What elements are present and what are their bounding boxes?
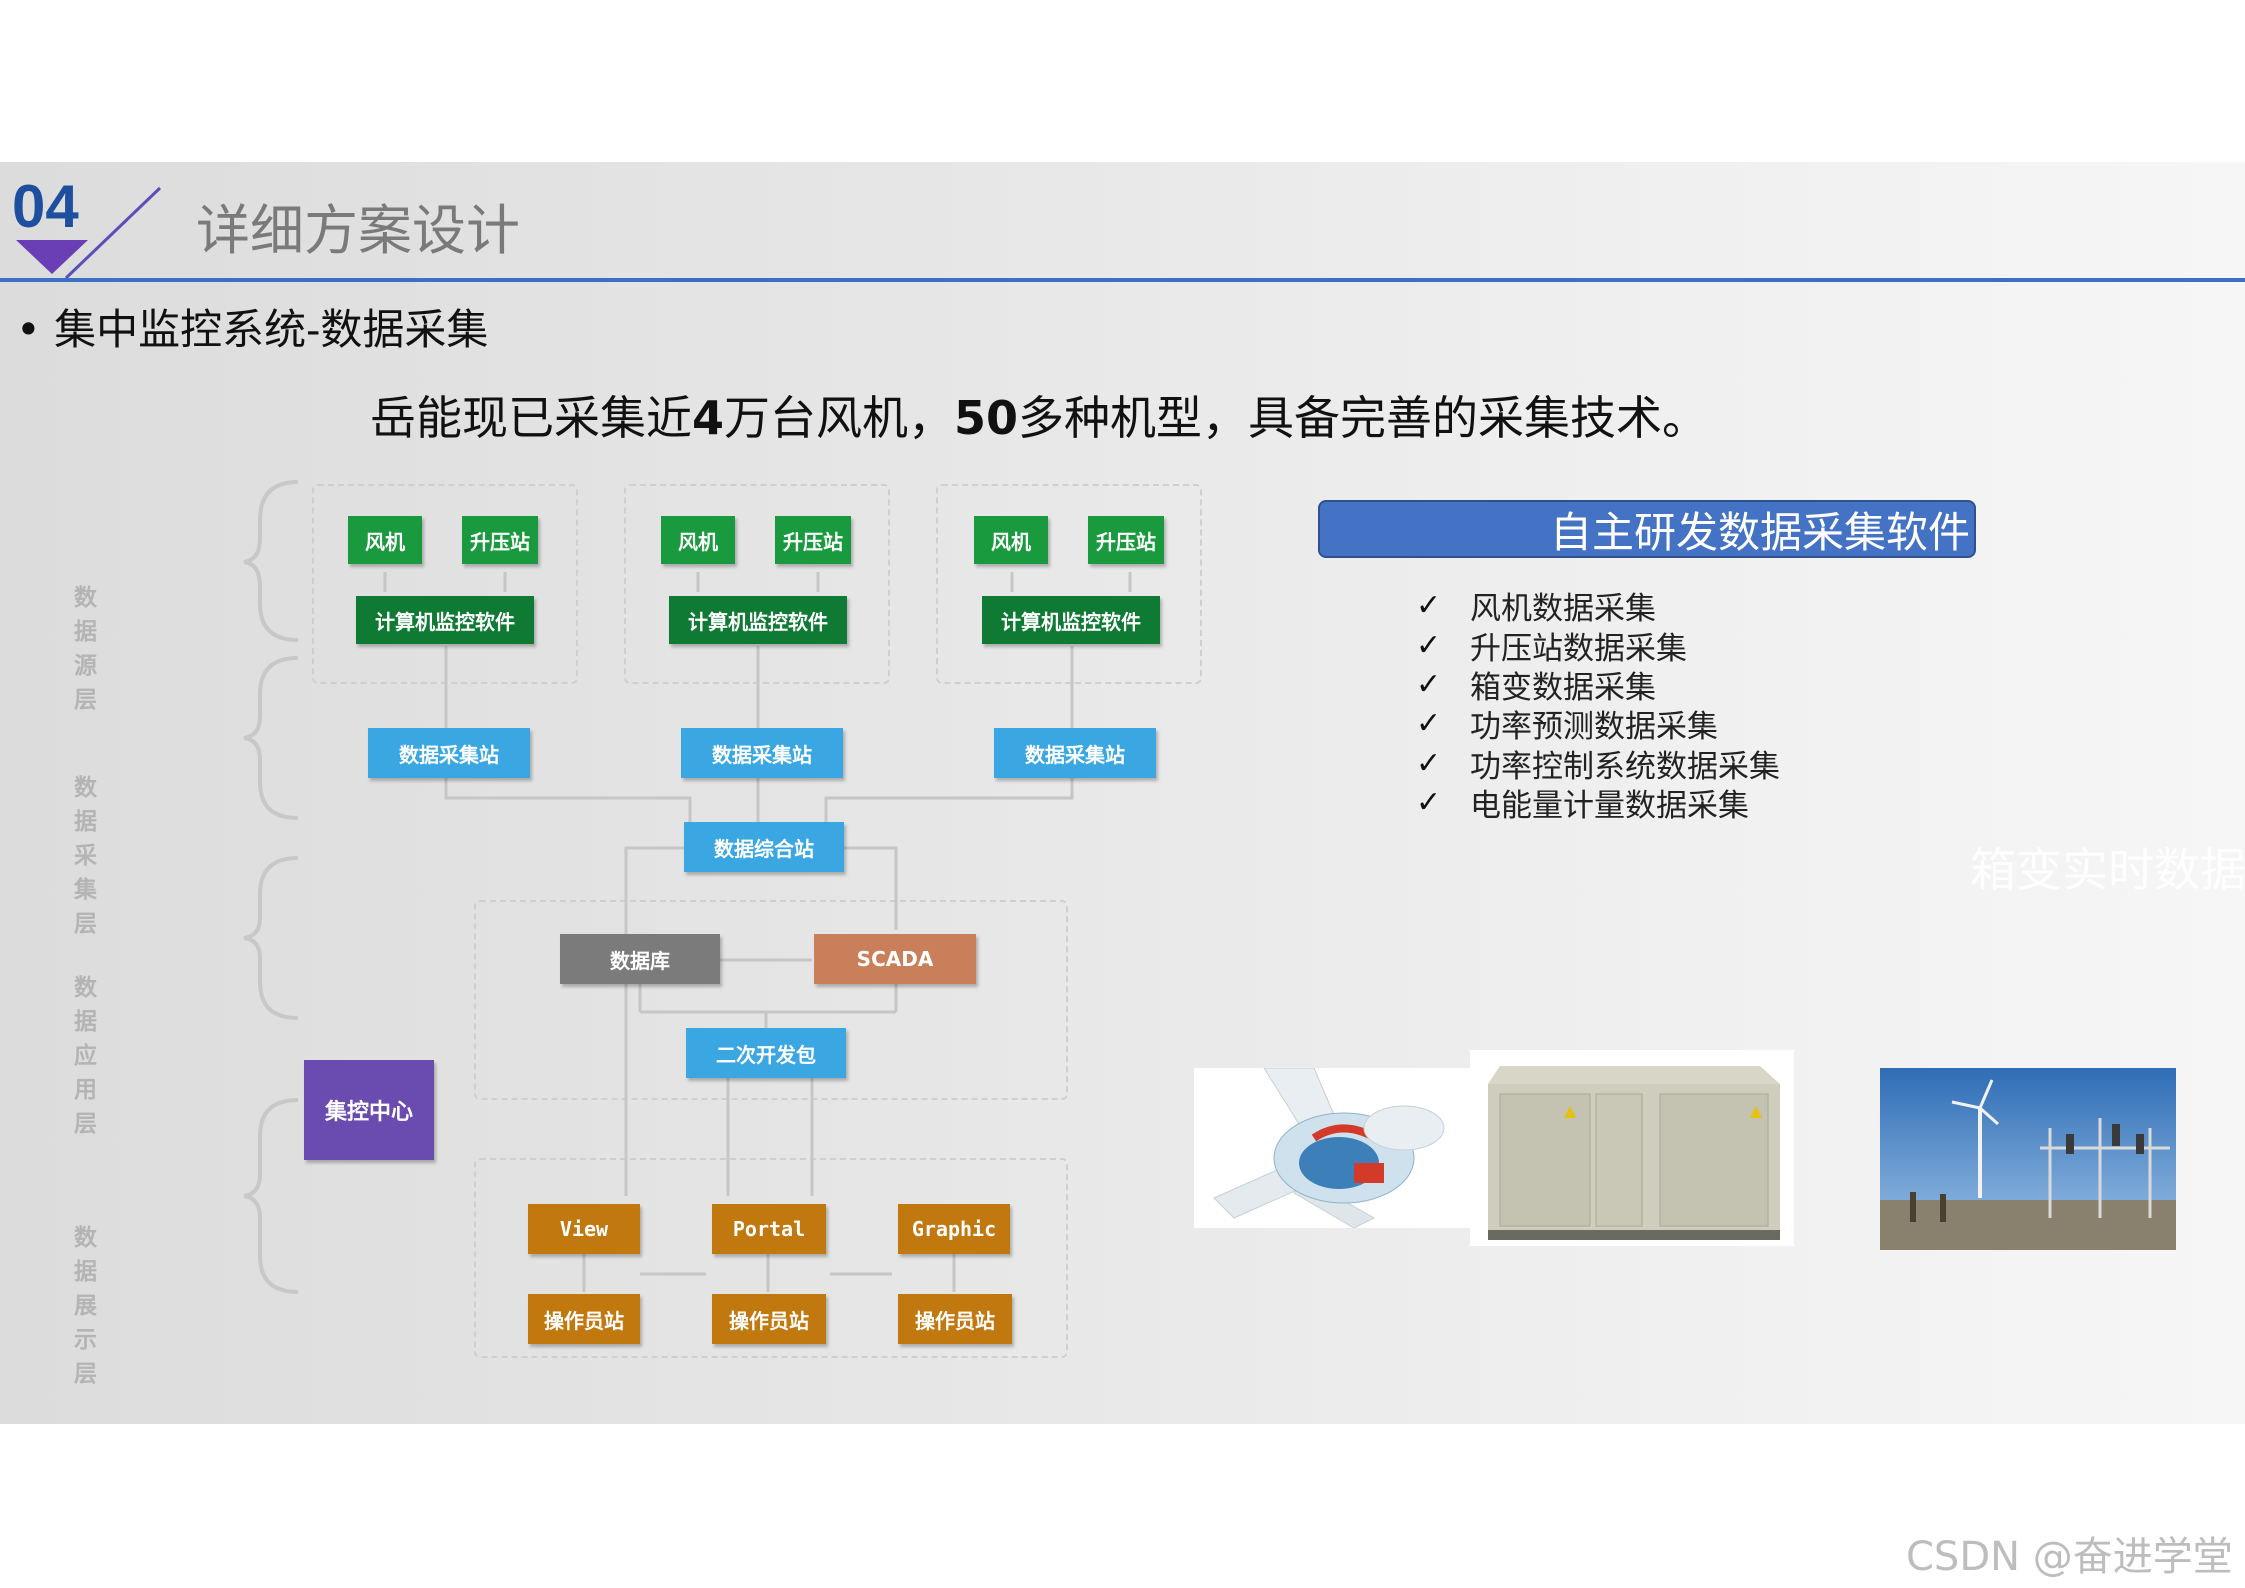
wind-turbine-node-2: 风机	[661, 516, 735, 564]
feature-list: ✓ 风机数据采集 ✓ 升压站数据采集 ✓ 箱变数据采集 ✓ 功率预测数据采集 ✓ 功率控制…	[1416, 586, 1780, 825]
wind-turbine-node-1: 风机	[348, 516, 422, 564]
list-item: ✓ 电能量计量数据采集	[1416, 783, 1780, 825]
overlay-caption: 箱变实时数据	[1970, 843, 2245, 897]
slide: 04 详细方案设计 • 集中监控系统-数据采集 岳能现已采集近4万台风机，50多…	[0, 162, 2245, 1424]
check-icon: ✓	[1416, 706, 1442, 742]
monitoring-software-node-3: 计算机监控软件	[982, 596, 1160, 644]
layer-label-display: 数据展示层	[74, 1225, 97, 1387]
feature-label: 功率预测数据采集	[1470, 709, 1718, 746]
operator-station-node-3: 操作员站	[898, 1294, 1012, 1344]
wind-turbine-node-3: 风机	[974, 516, 1048, 564]
substation-node-3: 升压站	[1088, 516, 1164, 564]
headline-num2: 50	[954, 391, 1019, 445]
portal-node: Portal	[712, 1204, 826, 1254]
substation-node-1: 升压站	[462, 516, 538, 564]
software-title: 自主研发数据采集软件	[1318, 500, 1976, 558]
check-icon: ✓	[1416, 627, 1442, 663]
collect-station-node-1: 数据采集站	[368, 728, 530, 778]
feature-label: 功率控制系统数据采集	[1470, 748, 1780, 785]
layer-label-collect: 数据采集层	[74, 775, 97, 937]
headline-part2: 万台风机，	[724, 391, 955, 445]
turbine-nacelle-image	[1194, 1068, 1470, 1228]
section-title: 详细方案设计	[196, 199, 520, 262]
feature-label: 升压站数据采集	[1470, 630, 1687, 667]
bullet-text: 集中监控系统-数据采集	[54, 305, 489, 354]
list-item: ✓ 风机数据采集	[1416, 586, 1780, 628]
list-item: ✓ 升压站数据采集	[1416, 625, 1780, 667]
check-icon: ✓	[1416, 745, 1442, 781]
watermark: CSDN @奋进学堂	[1906, 1534, 2233, 1580]
operator-station-node-1: 操作员站	[528, 1294, 640, 1344]
bullet-heading: • 集中监控系统-数据采集	[16, 305, 489, 354]
headline-part3: 多种机型，具备完善的采集技术。	[1018, 391, 1709, 445]
graphic-node: Graphic	[898, 1204, 1010, 1254]
display-group-box	[474, 1158, 1068, 1358]
section-number: 04	[12, 173, 79, 240]
feature-label: 电能量计量数据采集	[1470, 788, 1749, 825]
headline: 岳能现已采集近4万台风机，50多种机型，具备完善的采集技术。	[370, 382, 1708, 448]
headline-num1: 4	[692, 391, 725, 445]
monitoring-software-node-1: 计算机监控软件	[356, 596, 534, 644]
check-icon: ✓	[1416, 666, 1442, 702]
check-icon: ✓	[1416, 785, 1442, 821]
view-node: View	[528, 1204, 640, 1254]
substation-photo	[1880, 1068, 2176, 1250]
substation-node-2: 升压站	[775, 516, 851, 564]
feature-label: 风机数据采集	[1470, 591, 1656, 628]
list-item: ✓ 功率控制系统数据采集	[1416, 744, 1780, 785]
source-group-box-3	[936, 484, 1202, 684]
list-item: ✓ 功率预测数据采集	[1416, 704, 1780, 746]
application-group-box	[474, 900, 1068, 1100]
scada-node: SCADA	[814, 934, 976, 984]
list-item: ✓ 箱变数据采集	[1416, 665, 1780, 706]
header-divider	[0, 278, 2245, 282]
sdk-node: 二次开发包	[686, 1028, 846, 1078]
control-center-node: 集控中心	[304, 1060, 434, 1160]
collect-station-node-2: 数据采集站	[681, 728, 843, 778]
integrated-station-node: 数据综合站	[684, 822, 844, 872]
database-node: 数据库	[560, 934, 720, 984]
collect-station-node-3: 数据采集站	[994, 728, 1156, 778]
box-transformer-image	[1470, 1050, 1794, 1246]
layer-label-application: 数据应用层	[74, 975, 97, 1137]
check-icon: ✓	[1416, 588, 1442, 624]
monitoring-software-node-2: 计算机监控软件	[669, 596, 847, 644]
layer-label-source: 数据源层	[74, 585, 97, 713]
operator-station-node-2: 操作员站	[712, 1294, 826, 1344]
diagram-connectors	[383, 572, 1132, 1292]
headline-part1: 岳能现已采集近	[370, 391, 692, 445]
layer-braces	[243, 480, 299, 1294]
feature-label: 箱变数据采集	[1470, 669, 1656, 706]
section-slash-icon	[64, 186, 162, 280]
